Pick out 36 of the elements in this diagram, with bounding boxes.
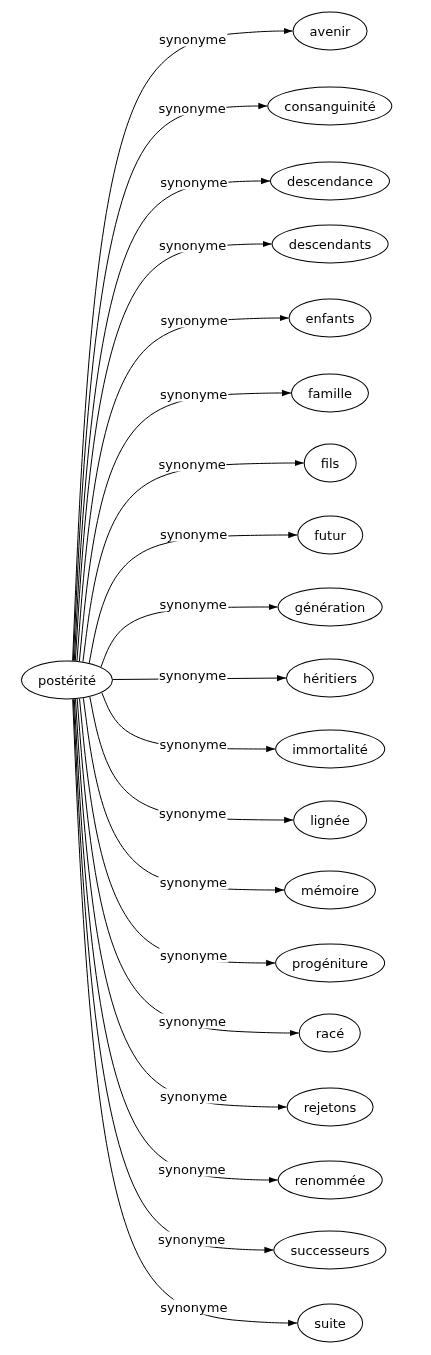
edge-label: synonyme [159, 1088, 229, 1104]
term-label: génération [294, 599, 366, 615]
edge-label: synonyme [158, 874, 229, 890]
edge-label: synonyme [159, 947, 229, 963]
arrow [72, 698, 298, 1327]
term-ellipse [297, 515, 363, 555]
term-label: racé [315, 1025, 345, 1041]
term-ellipse [297, 1303, 363, 1343]
term-ellipse [303, 443, 357, 483]
edge-label: synonyme [157, 1231, 227, 1247]
arrow [76, 314, 290, 662]
term-label: progéniture [292, 955, 368, 971]
arrow [76, 698, 300, 1037]
term-label: avenir [309, 23, 351, 39]
term-label: enfants [305, 310, 355, 326]
term-label: suite [314, 1315, 346, 1331]
term-label: consanguinité [284, 98, 376, 114]
term-label: famille [308, 385, 352, 401]
term-label: héritiers [303, 670, 357, 686]
arrow [75, 698, 288, 1111]
edge-label: synonyme [157, 1161, 227, 1177]
term-label: futur [314, 527, 346, 543]
term-label: descendants [288, 236, 372, 252]
term-label: rejetons [303, 1099, 357, 1115]
term-label: immortalité [292, 741, 368, 757]
term-label: renommée [294, 1172, 366, 1188]
edge-label: synonyme [158, 31, 228, 47]
term-label: postérité [37, 672, 97, 688]
edge-label: synonyme [157, 1013, 228, 1029]
edge-label: synonyme [159, 1299, 229, 1315]
term-label: successeurs [290, 1242, 370, 1258]
arrow [72, 27, 294, 662]
term-label: mémoire [301, 882, 359, 898]
term-label: fils [320, 455, 340, 471]
term-label: lignée [310, 812, 350, 828]
term-label: descendance [287, 173, 373, 189]
